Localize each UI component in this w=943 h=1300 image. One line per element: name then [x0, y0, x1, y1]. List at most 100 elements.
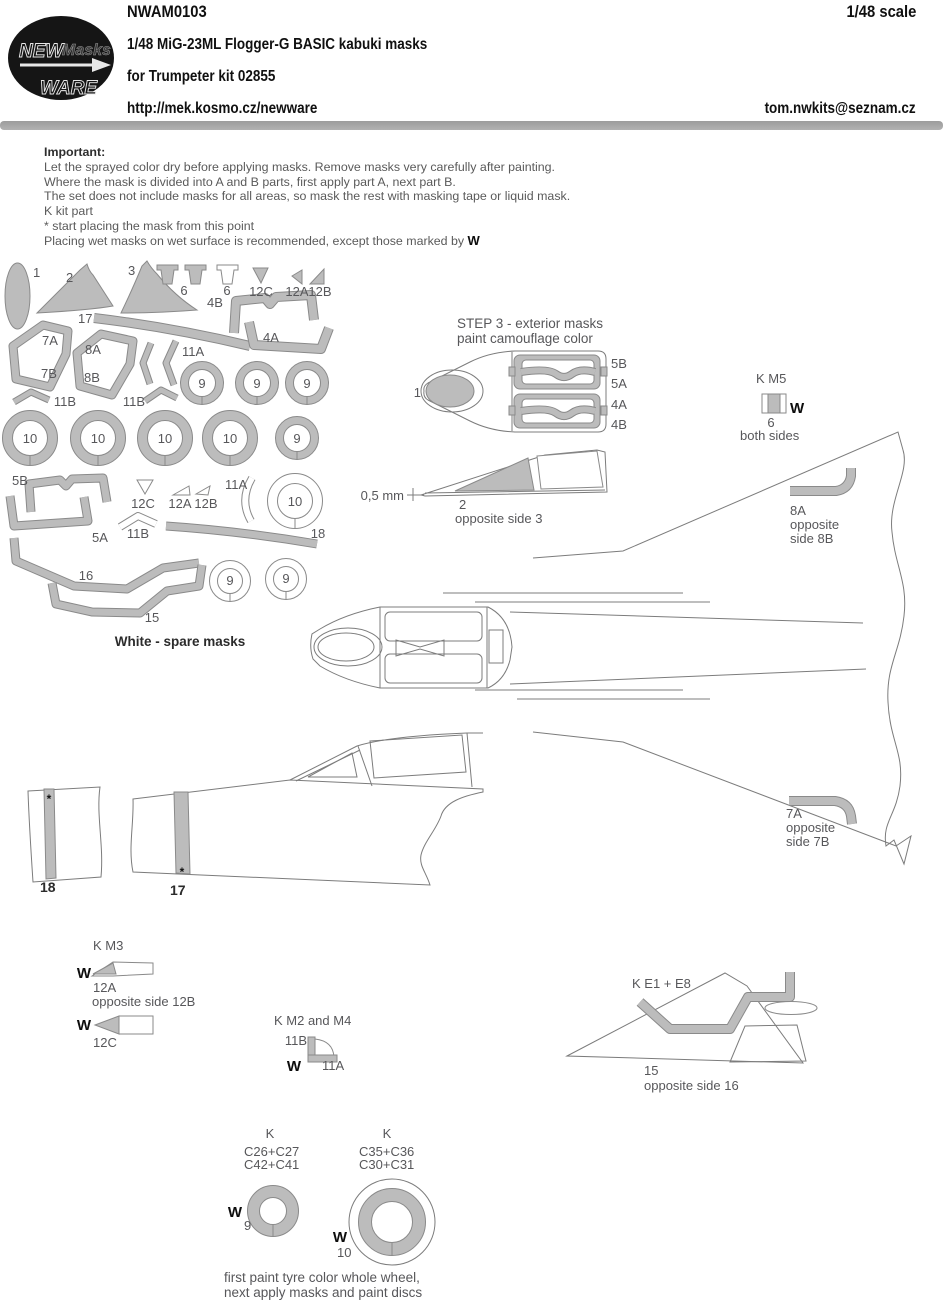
part-label: 10: [91, 431, 105, 446]
kit-part-label: K: [266, 1126, 275, 1141]
part-label: 4B: [611, 417, 627, 432]
spare-part-12C: [136, 479, 154, 496]
fuselage-segment-18: [27, 786, 103, 883]
rudder-outline: [729, 1024, 807, 1063]
mask-tab: [508, 366, 516, 377]
opposite-note: side 8B: [790, 531, 833, 546]
note-line: K kit part: [44, 204, 93, 219]
product-title: 1/48 MiG-23ML Flogger-G BASIC kabuki mas…: [127, 36, 428, 53]
ke1e8-section: K E1 + E8 15 opposite side 16: [565, 972, 818, 1093]
part-label: 11B: [54, 394, 76, 409]
part-label: 12A: [168, 496, 191, 511]
part-label: 12C: [131, 496, 155, 511]
sill-line: [424, 489, 606, 494]
part-label: 9: [226, 573, 233, 588]
header-divider: [0, 121, 943, 130]
mask-part-6: [184, 264, 207, 285]
canopy-window: [384, 611, 483, 642]
part-label: 17: [78, 311, 92, 326]
note-line: Where the mask is divided into A and B p…: [44, 174, 456, 189]
part-label: 9: [293, 431, 300, 446]
wet-marker: W: [333, 1229, 348, 1246]
part-label: 11A: [225, 477, 247, 492]
scale-label: 1/48 scale: [846, 2, 916, 21]
part-label: 5B: [12, 473, 28, 488]
wheel-mask-10: [349, 1179, 435, 1265]
mask-part-11A-diagram: [314, 1038, 335, 1058]
wet-marker: W: [287, 1058, 302, 1075]
wet-marker: W: [77, 965, 92, 982]
spare-part-12A: [171, 485, 191, 496]
kit-part-label: C30+C31: [359, 1157, 414, 1172]
nose-body: [310, 606, 513, 689]
part-label: 12A: [285, 284, 308, 299]
mask-part-11B-band: [307, 1054, 338, 1063]
part-label: 7B: [41, 366, 57, 381]
part-label: 4B: [207, 295, 223, 310]
part-label: 10: [337, 1245, 351, 1260]
note-line: The set does not include masks for all a…: [44, 189, 571, 204]
part-label: 9: [244, 1218, 251, 1233]
windscreen-mask-1: [425, 374, 475, 408]
part-label: 12B: [308, 284, 331, 299]
website-url: http://mek.kosmo.cz/newware: [127, 100, 318, 117]
part-label: 5A: [611, 376, 627, 391]
part-label: 10: [223, 431, 237, 446]
section-title: K M5: [756, 371, 786, 386]
part-label: 11B: [127, 526, 149, 541]
wet-marker: W: [467, 232, 480, 248]
part-label: 2: [66, 270, 73, 285]
mask-part-6-band: [767, 393, 781, 414]
wet-marker: W: [77, 1017, 92, 1034]
mask-strip-18: [43, 788, 57, 880]
newware-logo: NEW Masks WARE: [6, 14, 116, 102]
part-label: 12A: [93, 980, 116, 995]
section-title: K M3: [93, 938, 123, 953]
part-label: 10: [23, 431, 37, 446]
both-sides-note: both sides: [740, 428, 800, 443]
wheel-note: first paint tyre color whole wheel,: [224, 1270, 420, 1285]
step3-title: STEP 3 - exterior masks: [457, 316, 603, 331]
note-line-wet: Placing wet masks on wet surface is reco…: [44, 232, 694, 249]
windscreen-inner-line: [295, 749, 361, 782]
mask-part-12C-tip: [93, 1015, 120, 1035]
measure-label: 0,5 mm: [361, 488, 404, 503]
note-line: Let the sprayed color dry before applyin…: [44, 159, 556, 174]
mask-part-6: [156, 264, 179, 285]
parts-sheet-labels: 1 2 3 6 6 12C 12A 12B 4B 17 4A 7A 7B 8A …: [12, 263, 332, 649]
tail-fairing: [764, 1001, 818, 1015]
wheels-section: K C26+C27 C42+C41 W 9 K C35+C36 C30+C31 …: [224, 1126, 435, 1300]
part-label: 4A: [611, 397, 627, 412]
canopy-frame-line: [357, 745, 373, 787]
opposite-note: opposite side 16: [644, 1078, 739, 1093]
product-subtitle: for Trumpeter kit 02855: [127, 68, 276, 85]
mask-tab: [600, 405, 608, 416]
fuselage-bottom-edge: [509, 668, 867, 685]
part-label: 7A: [42, 333, 58, 348]
part-label: 8A: [85, 342, 101, 357]
kit-part-label: C26+C27: [244, 1144, 299, 1159]
opposite-note: opposite: [786, 820, 835, 835]
wet-marker: W: [228, 1204, 243, 1221]
opposite-note: side 7B: [786, 834, 829, 849]
canopy-side-window: [369, 734, 467, 779]
canopy-top-line: [289, 732, 483, 781]
part-label: 5B: [611, 356, 627, 371]
mask-strip-17: [173, 791, 191, 875]
wet-marker: W: [790, 400, 805, 417]
step3-subtitle: paint camouflage color: [457, 331, 593, 346]
step3-section: STEP 3 - exterior masks paint camouflage…: [361, 316, 628, 526]
important-heading: Important:: [44, 145, 106, 159]
mask-parts-sheet: [5, 260, 329, 613]
part-label: 10: [288, 494, 302, 509]
part-label: 6: [223, 283, 230, 298]
part-label: 8B: [84, 370, 100, 385]
contact-email: tom.nwkits@seznam.cz: [764, 100, 916, 117]
windscreen-mask-2: [454, 457, 535, 492]
mask-part-12C: [252, 267, 269, 285]
part-label: 11B: [285, 1033, 307, 1048]
fuselage-segment-17: [130, 779, 484, 886]
part-label: 18: [311, 526, 325, 541]
